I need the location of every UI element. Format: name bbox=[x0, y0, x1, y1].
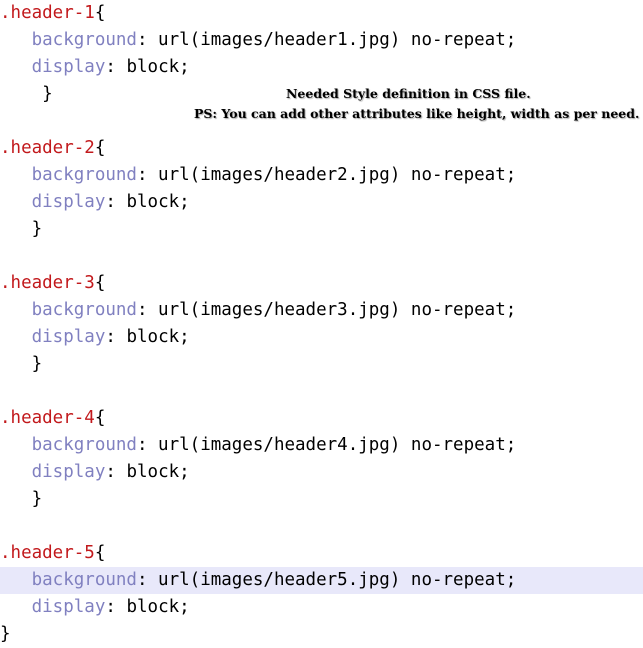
css-value: url(images/header5.jpg) no-repeat; bbox=[147, 570, 517, 590]
css-property: background bbox=[31, 435, 137, 455]
code-line: .header-5{ bbox=[0, 540, 643, 567]
css-property: display bbox=[31, 327, 106, 347]
css-value: url(images/header4.jpg) no-repeat; bbox=[147, 435, 517, 455]
css-selector: .header-1 bbox=[0, 3, 95, 23]
code-line: background: url(images/header4.jpg) no-r… bbox=[0, 432, 643, 459]
css-selector: .header-5 bbox=[0, 543, 95, 563]
open-brace: { bbox=[94, 273, 106, 293]
colon: : bbox=[105, 327, 116, 347]
code-line: display: block; bbox=[0, 54, 643, 81]
colon: : bbox=[105, 462, 116, 482]
css-property: background bbox=[31, 30, 137, 50]
code-line: background: url(images/header3.jpg) no-r… bbox=[0, 297, 643, 324]
colon: : bbox=[136, 30, 148, 50]
code-line: background: url(images/header1.jpg) no-r… bbox=[0, 27, 643, 54]
annotation-note: Needed Style definition in CSS file. bbox=[286, 86, 531, 101]
css-value: block; bbox=[115, 597, 190, 617]
code-line: .header-1{ bbox=[0, 0, 643, 27]
css-selector: .header-2 bbox=[0, 138, 95, 158]
css-property: background bbox=[31, 300, 137, 320]
colon: : bbox=[136, 300, 148, 320]
colon: : bbox=[136, 435, 148, 455]
css-selector: .header-4 bbox=[0, 408, 95, 428]
close-brace: } bbox=[31, 354, 43, 374]
css-property: background bbox=[31, 165, 137, 185]
css-value: url(images/header1.jpg) no-repeat; bbox=[147, 30, 517, 50]
code-line: background: url(images/header2.jpg) no-r… bbox=[0, 162, 643, 189]
code-line: .header-2{ bbox=[0, 135, 643, 162]
colon: : bbox=[105, 192, 116, 212]
code-line: display: block; bbox=[0, 324, 643, 351]
close-brace: } bbox=[31, 489, 43, 509]
code-line: .header-3{ bbox=[0, 270, 643, 297]
css-property: display bbox=[31, 192, 106, 212]
code-line: } bbox=[0, 621, 643, 648]
open-brace: { bbox=[94, 3, 106, 23]
open-brace: { bbox=[94, 138, 106, 158]
code-line: display: block; bbox=[0, 189, 643, 216]
css-property: background bbox=[31, 570, 137, 590]
colon: : bbox=[136, 570, 148, 590]
colon: : bbox=[105, 597, 116, 617]
close-brace: } bbox=[42, 84, 53, 104]
code-line: display: block; bbox=[0, 594, 643, 621]
close-brace: } bbox=[0, 624, 11, 644]
css-value: url(images/header2.jpg) no-repeat; bbox=[147, 165, 517, 185]
css-value: url(images/header3.jpg) no-repeat; bbox=[147, 300, 517, 320]
code-line: .header-4{ bbox=[0, 405, 643, 432]
open-brace: { bbox=[94, 408, 106, 428]
code-line: } bbox=[0, 486, 643, 513]
code-line: } bbox=[0, 351, 643, 378]
current-code-line: background: url(images/header5.jpg) no-r… bbox=[0, 567, 643, 594]
code-line: display: block; bbox=[0, 459, 643, 486]
css-value: block; bbox=[115, 327, 190, 347]
css-value: block; bbox=[115, 462, 190, 482]
css-selector: .header-3 bbox=[0, 273, 95, 293]
css-property: display bbox=[31, 57, 106, 77]
css-property: display bbox=[31, 597, 106, 617]
annotation-note: PS: You can add other attributes like he… bbox=[194, 106, 640, 121]
colon: : bbox=[136, 165, 148, 185]
code-line: } bbox=[0, 216, 643, 243]
open-brace: { bbox=[94, 543, 106, 563]
css-value: block; bbox=[115, 192, 190, 212]
css-value: block; bbox=[115, 57, 190, 77]
css-property: display bbox=[31, 462, 106, 482]
code-line: } bbox=[0, 81, 643, 108]
close-brace: } bbox=[31, 219, 43, 239]
colon: : bbox=[105, 57, 116, 77]
